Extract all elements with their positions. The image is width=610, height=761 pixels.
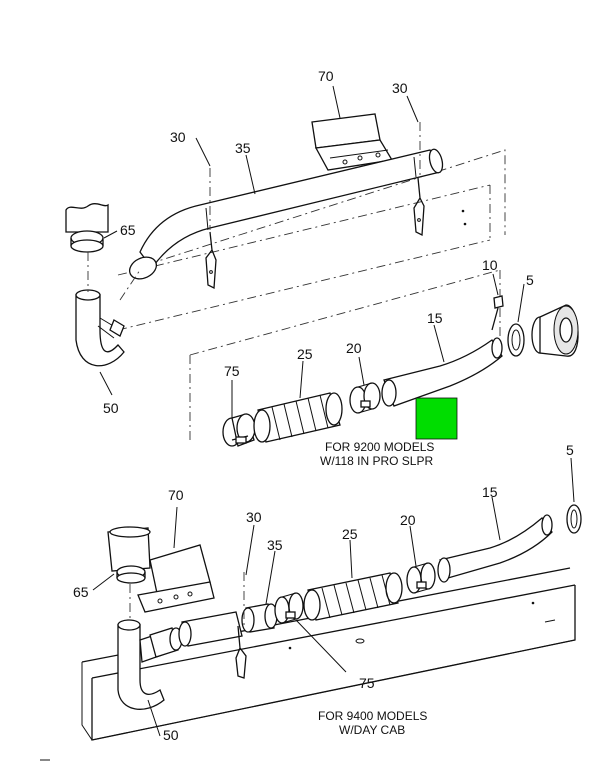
pipe-35-bottom bbox=[149, 603, 278, 658]
rain-cap-65-bottom bbox=[107, 526, 151, 584]
clamp-75-top bbox=[222, 413, 256, 447]
top-subassembly-box bbox=[189, 269, 501, 440]
bottom-leader-lines bbox=[92, 457, 575, 737]
callout-70: 70 bbox=[318, 68, 334, 84]
top-model-note-line2: W/118 IN PRO SLPR bbox=[320, 454, 433, 468]
callout-75: 75 bbox=[359, 675, 375, 691]
callout-20: 20 bbox=[400, 512, 416, 528]
clamp-30-bottom bbox=[235, 625, 247, 679]
ring-5-top bbox=[507, 323, 525, 357]
callout-35: 35 bbox=[235, 140, 251, 156]
pipe-35 bbox=[128, 148, 444, 280]
callout-75: 75 bbox=[224, 363, 240, 379]
callout-70: 70 bbox=[168, 487, 184, 503]
bracket-70 bbox=[311, 113, 394, 171]
flex-pipe-25-bottom bbox=[303, 572, 403, 621]
ring-5-bottom bbox=[566, 504, 582, 534]
outlet-flange bbox=[531, 304, 579, 357]
callout-50: 50 bbox=[103, 400, 119, 416]
highlight-marker bbox=[415, 397, 458, 440]
callout-30: 30 bbox=[170, 129, 186, 145]
callout-30: 30 bbox=[392, 80, 408, 96]
bolt-10 bbox=[491, 295, 504, 331]
callout-20: 20 bbox=[346, 340, 362, 356]
callout-35: 35 bbox=[267, 537, 283, 553]
bottom-model-note-line2: W/DAY CAB bbox=[339, 723, 405, 737]
callout-15: 15 bbox=[427, 310, 443, 326]
clamp-20-top bbox=[349, 382, 381, 414]
flex-pipe-25 bbox=[253, 392, 343, 443]
clamp-75-bottom bbox=[274, 592, 304, 624]
stack-pipe-50 bbox=[75, 289, 125, 367]
callout-5: 5 bbox=[566, 442, 574, 458]
bottom-frame-rail bbox=[40, 567, 576, 761]
clamp-20-bottom bbox=[406, 562, 436, 594]
top-model-note-line1: FOR 9200 MODELS bbox=[325, 440, 434, 454]
clamp-30-left bbox=[205, 231, 217, 290]
top-assembly: 70 30 30 35 65 10 5 15 20 25 75 50 FOR 9… bbox=[65, 68, 579, 468]
bracket-70-bottom bbox=[137, 544, 215, 613]
callout-25: 25 bbox=[297, 346, 313, 362]
bottom-model-note-line1: FOR 9400 MODELS bbox=[318, 709, 427, 723]
callout-5: 5 bbox=[526, 272, 534, 288]
tail-pipe-15-bottom bbox=[437, 514, 553, 583]
callout-50: 50 bbox=[163, 727, 179, 743]
top-frame-rail bbox=[117, 149, 506, 331]
callout-15: 15 bbox=[482, 484, 498, 500]
callout-65: 65 bbox=[120, 222, 136, 238]
bottom-assembly: 5 15 70 30 35 25 20 65 75 50 FOR 9400 MO… bbox=[40, 442, 582, 761]
tail-pipe-15 bbox=[381, 337, 503, 407]
callout-25: 25 bbox=[342, 526, 358, 542]
callout-65: 65 bbox=[73, 584, 89, 600]
rain-cap-65 bbox=[65, 203, 109, 253]
callout-30: 30 bbox=[246, 509, 262, 525]
clamp-30-right bbox=[413, 177, 425, 237]
top-leader-lines bbox=[99, 85, 525, 418]
callout-10: 10 bbox=[482, 257, 498, 273]
